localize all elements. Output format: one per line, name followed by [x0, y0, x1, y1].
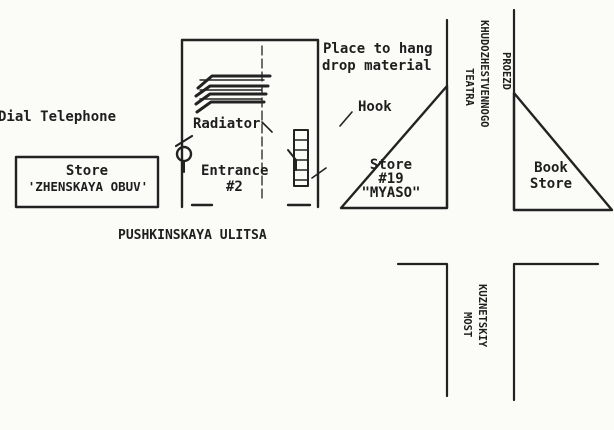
proezd-street-label: PROEZD	[500, 52, 512, 90]
store-myaso-label-line2: #19	[378, 171, 404, 187]
khudozhestvennogo-street-label: KHUDOZHESTVENNOGO	[478, 20, 490, 128]
radiator-label: Radiator	[193, 116, 261, 132]
entrance-label-line1: Entrance	[201, 163, 269, 179]
store-obuv-label-line2: 'ZHENSKAYA OBUV'	[27, 179, 149, 194]
book-store-outline	[512, 91, 614, 212]
store-obuv-outline	[14, 155, 160, 209]
drop-hook-device	[287, 129, 327, 187]
store-myaso-label-line1: Store	[369, 157, 413, 173]
most-street-label: MOST	[461, 312, 473, 338]
dial-telephone-label: Dial Telephone	[0, 109, 117, 125]
teatra-street-label: TEATRA	[463, 68, 475, 106]
kuznetskiy-street-label: KUZNETSKIY	[476, 284, 488, 348]
book-store-label-line2: Store	[529, 176, 573, 192]
radiator-drawing	[194, 74, 272, 114]
book-store-label-line1: Book	[534, 160, 568, 176]
place-to-hang-label-line2: drop material	[322, 58, 432, 74]
store-obuv-label-line1: Store	[65, 163, 109, 179]
street-line-lower-right	[512, 262, 600, 402]
pushkinskaya-street-label: PUSHKINSKAYA ULITSA	[118, 228, 267, 243]
radiator-pointer	[261, 121, 273, 133]
building-outline	[180, 38, 320, 209]
telephone-drawing	[174, 134, 194, 173]
street-line-lower-left	[396, 262, 449, 398]
entrance-label-line2: #2	[226, 179, 243, 195]
hook-label: Hook	[358, 99, 392, 115]
hook-pointer	[339, 111, 353, 127]
store-myaso-label-line3: "MYASO"	[361, 185, 421, 201]
place-to-hang-label-line1: Place to hang	[323, 41, 433, 57]
